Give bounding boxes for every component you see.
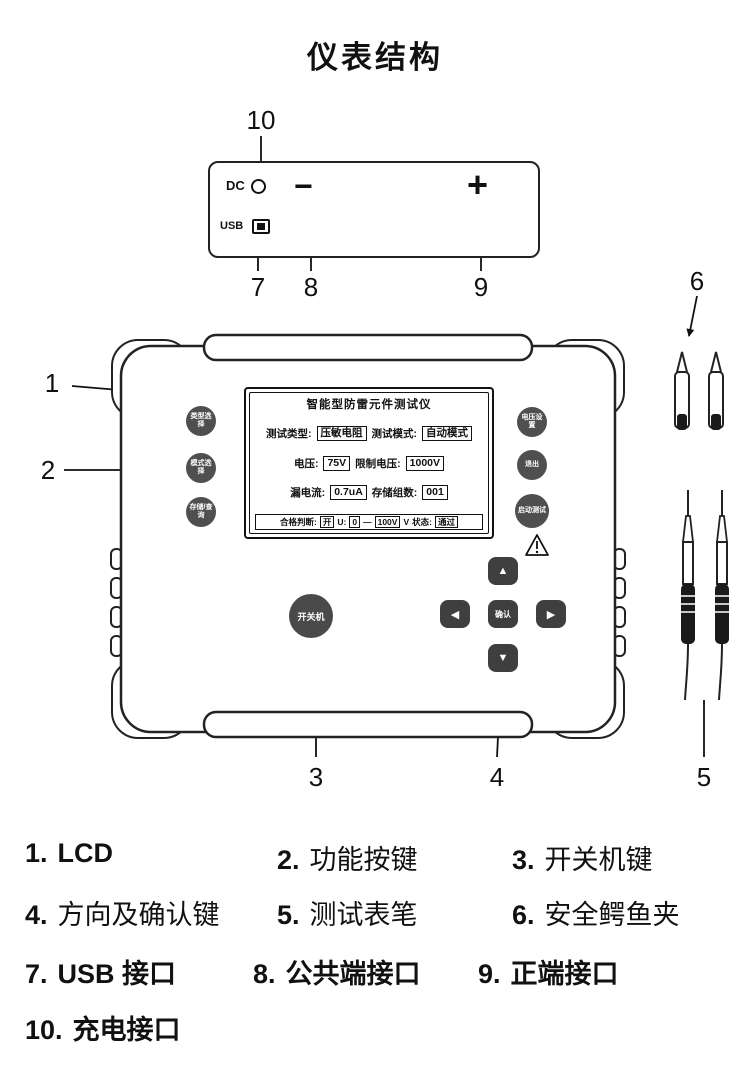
dpad-right-button[interactable]: ▶ bbox=[536, 600, 566, 628]
start-test-button[interactable]: 启动测试 bbox=[515, 494, 549, 528]
legend-item-7: 7. USB 接口 bbox=[25, 952, 176, 991]
dc-charge-port bbox=[251, 179, 266, 194]
legend-item-4: 4. 方向及确认键 bbox=[25, 893, 220, 932]
usb-port-label: USB bbox=[220, 220, 244, 232]
legend-item-5: 5. 测试表笔 bbox=[277, 893, 418, 932]
legend-item-3: 3. 开关机键 bbox=[512, 838, 653, 877]
voltage-set-button[interactable]: 电压设置 bbox=[517, 407, 547, 437]
dc-port-label: DC bbox=[226, 178, 245, 193]
top-panel-outline bbox=[208, 161, 540, 258]
lcd-title: 智能型防雷元件测试仪 bbox=[306, 399, 432, 411]
legend-label-4: 方向及确认键 bbox=[57, 900, 220, 930]
voltage-value: 75V bbox=[323, 455, 351, 471]
type-select-button[interactable]: 类型选择 bbox=[186, 406, 216, 436]
callout-line-6 bbox=[686, 295, 698, 337]
legend-item-8: 8. 公共端接口 bbox=[253, 952, 421, 991]
u-unit: V bbox=[403, 517, 410, 527]
callout-line-4 bbox=[496, 675, 505, 758]
judge-label: 合格判断: bbox=[280, 517, 317, 527]
callout-5: 5 bbox=[696, 762, 712, 792]
dpad-up-button[interactable]: ▲ bbox=[488, 557, 518, 585]
legend-label-6: 安全鳄鱼夹 bbox=[544, 900, 680, 930]
plus-terminal-mark: + bbox=[467, 164, 489, 205]
leakage-label: 漏电流: bbox=[290, 486, 326, 499]
lcd-screen: 智能型防雷元件测试仪 测试类型: 压敏电阻 测试模式: 自动模式 电压: 75V… bbox=[244, 387, 494, 539]
legend-num-8: 8. bbox=[253, 959, 276, 989]
legend-label-5: 测试表笔 bbox=[309, 900, 418, 930]
legend-item-1: 1. LCD bbox=[25, 838, 113, 869]
legend-num-3: 3. bbox=[512, 845, 535, 875]
callout-6: 6 bbox=[689, 266, 705, 296]
callout-10: 10 bbox=[246, 105, 276, 135]
callout-7: 7 bbox=[250, 272, 266, 302]
callout-1: 1 bbox=[44, 368, 60, 398]
test-mode-value: 自动模式 bbox=[422, 426, 472, 442]
lcd-row-test-type: 测试类型: 压敏电阻 测试模式: 自动模式 bbox=[255, 426, 483, 442]
legend-num-10: 10. bbox=[25, 1015, 63, 1045]
callout-9: 9 bbox=[473, 272, 489, 302]
lcd-status-bar: 合格判断: 开 U: 0 — 100V V 状态: 通过 bbox=[255, 514, 483, 530]
voltage-label: 电压: bbox=[293, 457, 319, 470]
state-value: 通过 bbox=[434, 516, 458, 528]
callout-line-1 bbox=[71, 385, 251, 402]
callout-2: 2 bbox=[40, 455, 56, 485]
judge-value: 开 bbox=[319, 516, 335, 528]
legend-label-10: 充电接口 bbox=[72, 1015, 181, 1045]
legend-label-3: 开关机键 bbox=[544, 845, 653, 875]
u-range-separator: — bbox=[363, 517, 372, 527]
storage-label: 存储组数: bbox=[371, 486, 418, 499]
exit-button[interactable]: 退出 bbox=[517, 450, 547, 480]
callout-4: 4 bbox=[489, 762, 505, 792]
legend-label-8: 公共端接口 bbox=[285, 959, 421, 989]
limit-voltage-label: 限制电压: bbox=[355, 457, 401, 470]
legend-item-10: 10. 充电接口 bbox=[25, 1008, 181, 1047]
lcd-row-leakage: 漏电流: 0.7uA 存储组数: 001 bbox=[255, 484, 483, 500]
test-type-value: 压敏电阻 bbox=[316, 426, 367, 442]
legend-num-5: 5. bbox=[277, 900, 300, 930]
usb-port-icon bbox=[252, 219, 270, 234]
legend-item-9: 9. 正端接口 bbox=[478, 952, 619, 991]
u-min-value: 0 bbox=[349, 516, 361, 528]
confirm-button[interactable]: 确认 bbox=[488, 600, 518, 628]
storage-value: 001 bbox=[422, 484, 448, 500]
usb-pin bbox=[257, 223, 265, 230]
u-max-value: 100V bbox=[374, 516, 401, 528]
lcd-inner-frame: 智能型防雷元件测试仪 测试类型: 压敏电阻 测试模式: 自动模式 电压: 75V… bbox=[249, 392, 489, 534]
test-probes bbox=[681, 490, 729, 701]
u-label: U: bbox=[337, 517, 347, 527]
limit-voltage-value: 1000V bbox=[405, 455, 445, 471]
power-button[interactable]: 开关机 bbox=[289, 594, 333, 638]
test-mode-label: 测试模式: bbox=[371, 428, 418, 441]
legend-label-1: LCD bbox=[57, 838, 114, 868]
legend-num-9: 9. bbox=[478, 959, 501, 989]
store-query-button[interactable]: 存储/查询 bbox=[186, 497, 216, 527]
legend-item-6: 6. 安全鳄鱼夹 bbox=[512, 893, 680, 932]
warning-icon-device bbox=[525, 534, 549, 556]
minus-terminal-mark: − bbox=[294, 168, 313, 204]
callout-8: 8 bbox=[303, 272, 319, 302]
test-type-label: 测试类型: bbox=[266, 428, 312, 441]
legend-label-7: USB 接口 bbox=[57, 959, 177, 989]
dpad-down-button[interactable]: ▼ bbox=[488, 644, 518, 672]
lcd-row-voltage: 电压: 75V 限制电压: 1000V bbox=[255, 455, 483, 471]
callout-3: 3 bbox=[308, 762, 324, 792]
legend-num-7: 7. bbox=[25, 959, 48, 989]
legend-label-2: 功能按键 bbox=[309, 845, 418, 875]
alligator-clips bbox=[674, 351, 724, 430]
page-title: 仪表结构 bbox=[307, 40, 443, 75]
legend-label-9: 正端接口 bbox=[510, 959, 619, 989]
legend-num-6: 6. bbox=[512, 900, 535, 930]
legend-num-4: 4. bbox=[25, 900, 48, 930]
dpad-left-button[interactable]: ◀ bbox=[440, 600, 470, 628]
state-label: 状态: bbox=[412, 517, 432, 527]
legend-num-1: 1. bbox=[25, 838, 48, 868]
legend-item-2: 2. 功能按键 bbox=[277, 838, 418, 877]
leakage-value: 0.7uA bbox=[330, 484, 367, 500]
mode-select-button[interactable]: 模式选择 bbox=[186, 453, 216, 483]
legend-num-2: 2. bbox=[277, 845, 300, 875]
